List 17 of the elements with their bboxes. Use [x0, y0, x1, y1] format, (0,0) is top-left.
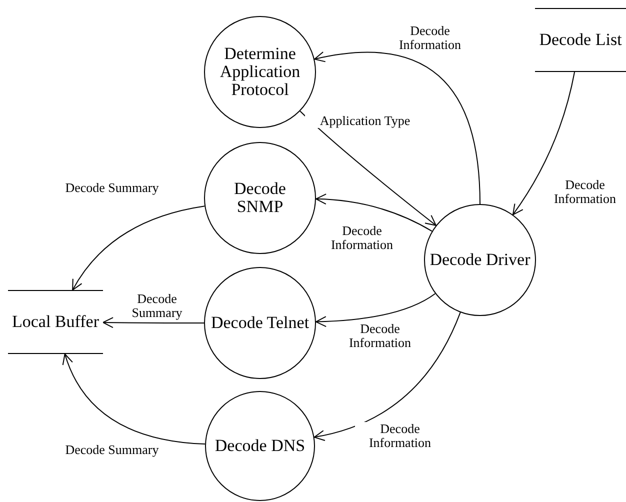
arrow: [314, 312, 461, 441]
node-label: Decode SNMP: [233, 180, 287, 216]
node-label: Decode Telnet: [210, 314, 310, 332]
data-store: [535, 8, 626, 72]
node-label: Decode Driver: [430, 251, 530, 269]
node-label: Determine Application Protocol: [218, 45, 302, 99]
node-label: Local Buffer: [12, 313, 99, 331]
arrow: [300, 110, 436, 226]
node-label: Decode List: [539, 31, 622, 49]
arrow: [512, 72, 576, 216]
arrow: [62, 354, 206, 445]
arrow: [314, 52, 480, 204]
arrow: [315, 293, 436, 327]
arrow: [316, 194, 432, 232]
arrow: [102, 317, 204, 328]
arrow: [72, 206, 206, 290]
node-label: Decode DNS: [214, 437, 306, 455]
